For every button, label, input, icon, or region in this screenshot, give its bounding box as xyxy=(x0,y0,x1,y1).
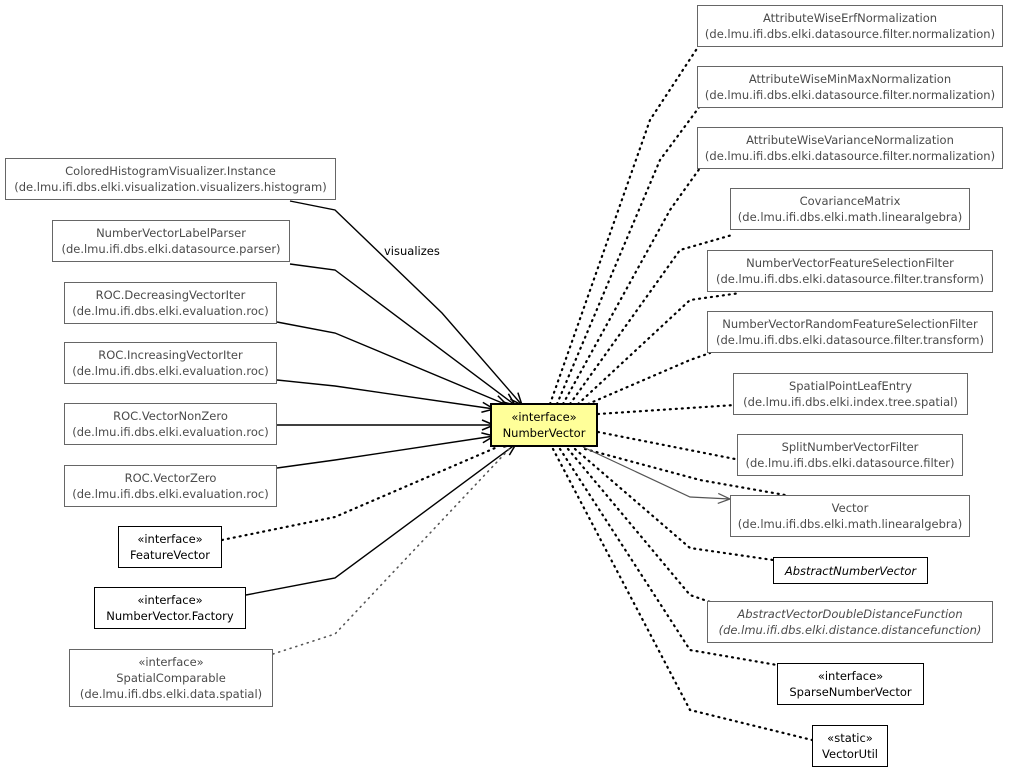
center-stereotype: «interface» xyxy=(511,410,577,424)
node-stereotype: «interface» xyxy=(137,593,203,607)
node-package: (de.lmu.ifi.dbs.elki.evaluation.roc) xyxy=(72,425,269,439)
edge-split-filter xyxy=(596,430,742,462)
edge-random-feature-selection xyxy=(586,351,712,406)
edge-roc-decreasing xyxy=(276,321,507,405)
attribute-wise-variance-normalization-node[interactable]: AttributeWiseVarianceNormalization (de.l… xyxy=(697,127,1003,169)
edge-erf-normalization xyxy=(548,42,702,406)
edge-label-visualizes: visualizes xyxy=(384,244,440,258)
node-name: AbstractVectorDoubleDistanceFunction xyxy=(737,607,963,621)
node-name: AbstractNumberVector xyxy=(784,563,917,578)
node-name: ROC.VectorNonZero xyxy=(113,409,228,423)
number-vector-factory-node[interactable]: «interface» NumberVector.Factory xyxy=(94,587,246,629)
node-name: AttributeWiseVarianceNormalization xyxy=(746,133,954,147)
node-name: NumberVector.Factory xyxy=(106,609,234,623)
edge-abstract-number-vector xyxy=(573,447,775,562)
edge-vector-dotted xyxy=(583,447,787,497)
edge-minmax-normalization xyxy=(555,104,702,406)
split-number-vector-filter-node[interactable]: SplitNumberVectorFilter (de.lmu.ifi.dbs.… xyxy=(737,434,963,476)
covariance-matrix-node[interactable]: CovarianceMatrix (de.lmu.ifi.dbs.elki.ma… xyxy=(730,188,970,230)
node-package: (de.lmu.ifi.dbs.elki.evaluation.roc) xyxy=(72,364,269,378)
node-name: SplitNumberVectorFilter xyxy=(781,440,919,454)
node-name: SparseNumberVector xyxy=(789,685,912,699)
edge-vector-util xyxy=(551,447,814,742)
edge-colored-histogram xyxy=(289,200,522,405)
node-name: NumberVectorLabelParser xyxy=(96,226,246,240)
node-package: (de.lmu.ifi.dbs.elki.distance.distancefu… xyxy=(718,623,982,637)
feature-vector-node[interactable]: «interface» FeatureVector xyxy=(118,526,222,568)
node-package: (de.lmu.ifi.dbs.elki.visualization.visua… xyxy=(14,180,327,194)
edge-distance-function xyxy=(566,447,712,604)
node-name: NumberVectorFeatureSelectionFilter xyxy=(746,256,954,270)
node-package: (de.lmu.ifi.dbs.elki.datasource.parser) xyxy=(61,242,281,256)
node-name: SpatialComparable xyxy=(116,671,226,685)
node-stereotype: «interface» xyxy=(817,669,884,683)
node-name: ROC.DecreasingVectorIter xyxy=(95,288,246,302)
node-name: FeatureVector xyxy=(129,548,211,562)
edge-feature-vector xyxy=(220,446,497,542)
attribute-wise-erf-normalization-node[interactable]: AttributeWiseErfNormalization (de.lmu.if… xyxy=(697,5,1003,47)
node-package: (de.lmu.ifi.dbs.elki.math.linearalgebra) xyxy=(737,210,963,224)
node-name: ROC.IncreasingVectorIter xyxy=(98,348,243,362)
sparse-number-vector-node[interactable]: «interface» SparseNumberVector xyxy=(777,663,924,705)
abstract-vector-double-distance-function-node[interactable]: AbstractVectorDoubleDistanceFunction (de… xyxy=(707,601,993,643)
node-package: (de.lmu.ifi.dbs.elki.datasource.filter) xyxy=(745,456,955,470)
node-name: CovarianceMatrix xyxy=(799,194,901,208)
node-package: (de.lmu.ifi.dbs.elki.datasource.filter.n… xyxy=(704,149,996,163)
node-package: (de.lmu.ifi.dbs.elki.datasource.filter.n… xyxy=(704,27,996,41)
roc-increasing-vector-iter-node[interactable]: ROC.IncreasingVectorIter (de.lmu.ifi.dbs… xyxy=(64,342,277,384)
node-package: (de.lmu.ifi.dbs.elki.datasource.filter.n… xyxy=(704,88,996,102)
attribute-wise-minmax-normalization-node[interactable]: AttributeWiseMinMaxNormalization (de.lmu… xyxy=(697,66,1003,108)
vector-node[interactable]: Vector (de.lmu.ifi.dbs.elki.math.lineara… xyxy=(730,495,970,537)
node-package: (de.lmu.ifi.dbs.elki.evaluation.roc) xyxy=(72,487,269,501)
edge-label-parser xyxy=(289,263,515,405)
node-package: (de.lmu.ifi.dbs.elki.index.tree.spatial) xyxy=(743,395,958,409)
node-name: NumberVectorRandomFeatureSelectionFilter xyxy=(722,317,978,331)
edge-sparse-number-vector xyxy=(558,447,779,667)
node-name: ROC.VectorZero xyxy=(124,471,217,485)
node-name: VectorUtil xyxy=(822,747,878,761)
node-name: AttributeWiseErfNormalization xyxy=(762,11,938,25)
number-vector-random-feature-selection-filter-node[interactable]: NumberVectorRandomFeatureSelectionFilter… xyxy=(707,311,993,353)
spatial-point-leaf-entry-node[interactable]: SpatialPointLeafEntry (de.lmu.ifi.dbs.el… xyxy=(733,373,968,415)
node-stereotype: «interface» xyxy=(138,655,204,669)
roc-decreasing-vector-iter-node[interactable]: ROC.DecreasingVectorIter (de.lmu.ifi.dbs… xyxy=(64,282,277,324)
roc-vector-zero-node[interactable]: ROC.VectorZero (de.lmu.ifi.dbs.elki.eval… xyxy=(64,465,277,507)
node-package: (de.lmu.ifi.dbs.elki.evaluation.roc) xyxy=(72,304,269,318)
number-vector-node[interactable]: «interface» NumberVector xyxy=(490,403,598,447)
node-name: AttributeWiseMinMaxNormalization xyxy=(748,72,952,86)
node-package: (de.lmu.ifi.dbs.elki.math.linearalgebra) xyxy=(737,517,963,531)
edge-spatial-comparable xyxy=(272,445,513,655)
node-package: (de.lmu.ifi.dbs.elki.data.spatial) xyxy=(79,687,263,701)
edge-spatial-leaf xyxy=(596,403,737,416)
number-vector-label-parser-node[interactable]: NumberVectorLabelParser (de.lmu.ifi.dbs.… xyxy=(52,220,290,262)
node-package: (de.lmu.ifi.dbs.elki.datasource.filter.t… xyxy=(716,333,984,347)
edge-variance-normalization xyxy=(561,166,702,406)
spatial-comparable-node[interactable]: «interface» SpatialComparable (de.lmu.if… xyxy=(69,649,273,707)
edge-vector-extends xyxy=(582,446,730,499)
node-package: (de.lmu.ifi.dbs.elki.datasource.filter.t… xyxy=(716,272,984,286)
colored-histogram-visualizer-node[interactable]: ColoredHistogramVisualizer.Instance (de.… xyxy=(5,158,336,200)
vector-util-node[interactable]: «static» VectorUtil xyxy=(812,725,888,767)
number-vector-feature-selection-filter-node[interactable]: NumberVectorFeatureSelectionFilter (de.l… xyxy=(707,250,993,292)
roc-vector-non-zero-node[interactable]: ROC.VectorNonZero (de.lmu.ifi.dbs.elki.e… xyxy=(64,403,277,445)
node-name: Vector xyxy=(831,501,869,515)
center-name: NumberVector xyxy=(502,426,586,440)
edge-factory xyxy=(245,444,516,596)
edge-roc-zero xyxy=(276,436,494,469)
node-name: SpatialPointLeafEntry xyxy=(788,379,913,393)
node-stereotype: «interface» xyxy=(137,532,203,546)
abstract-number-vector-node[interactable]: AbstractNumberVector xyxy=(773,557,928,584)
edge-roc-increasing xyxy=(276,379,494,409)
edge-feature-selection xyxy=(576,291,742,406)
node-name: ColoredHistogramVisualizer.Instance xyxy=(65,164,276,178)
node-stereotype: «static» xyxy=(827,731,873,745)
